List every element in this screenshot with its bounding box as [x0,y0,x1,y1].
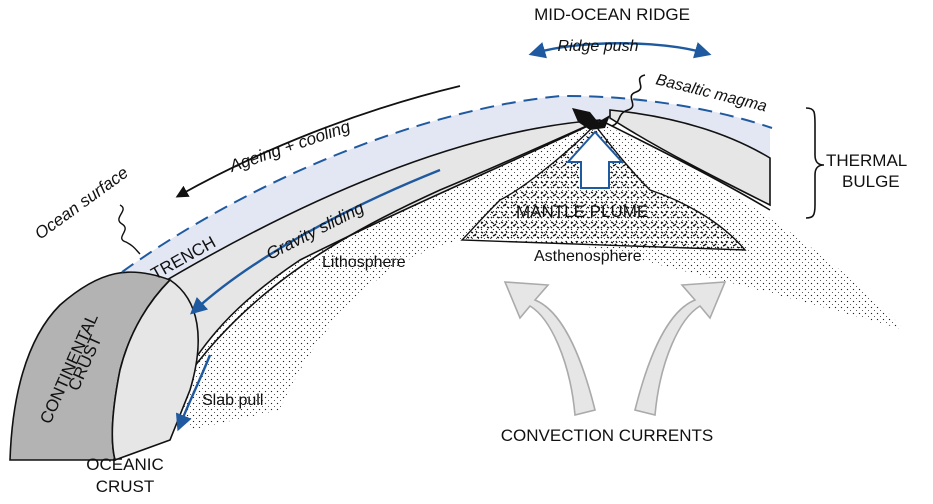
ocean-water [122,95,770,290]
mantle-plume-label: MANTLE PLUME [516,202,648,221]
bulge-label: BULGE [842,172,900,191]
gravity-sliding-arrow [190,168,441,315]
thermal-label: THERMAL [826,151,907,170]
asthenosphere-label: Asthenosphere [534,248,642,265]
ridge-push-label: Ridge push [558,38,639,55]
convection-currents-label: CONVECTION CURRENTS [501,426,714,445]
oceanic-crust-right [609,109,771,207]
ageing-cooling-arrow [175,85,461,198]
ridge-axis [572,108,610,130]
convection-current-left [503,281,596,417]
slab-pull-label: Slab pull [202,392,263,409]
convection-current-right [634,281,727,417]
thermal-bulge-brace [805,107,825,219]
slab-pull-arrow [175,354,212,432]
lithosphere-boundary [164,119,601,411]
lithosphere-label: Lithosphere [322,254,406,271]
ocean-surface-line [121,94,773,273]
mid-ocean-ridge-label: MID-OCEAN RIDGE [534,5,690,24]
ocean-surface-leader [118,204,141,255]
oceanic-crust-label: CRUST [96,477,155,496]
lithosphere-boundary-right [599,119,771,211]
mantle-plume-arrow [565,130,625,189]
ridge-push-arrow [528,42,712,59]
ocean-surface-label: Ocean surface [31,163,132,243]
magma-squiggle [611,74,646,127]
oceanic-label: OCEANIC [86,455,163,474]
